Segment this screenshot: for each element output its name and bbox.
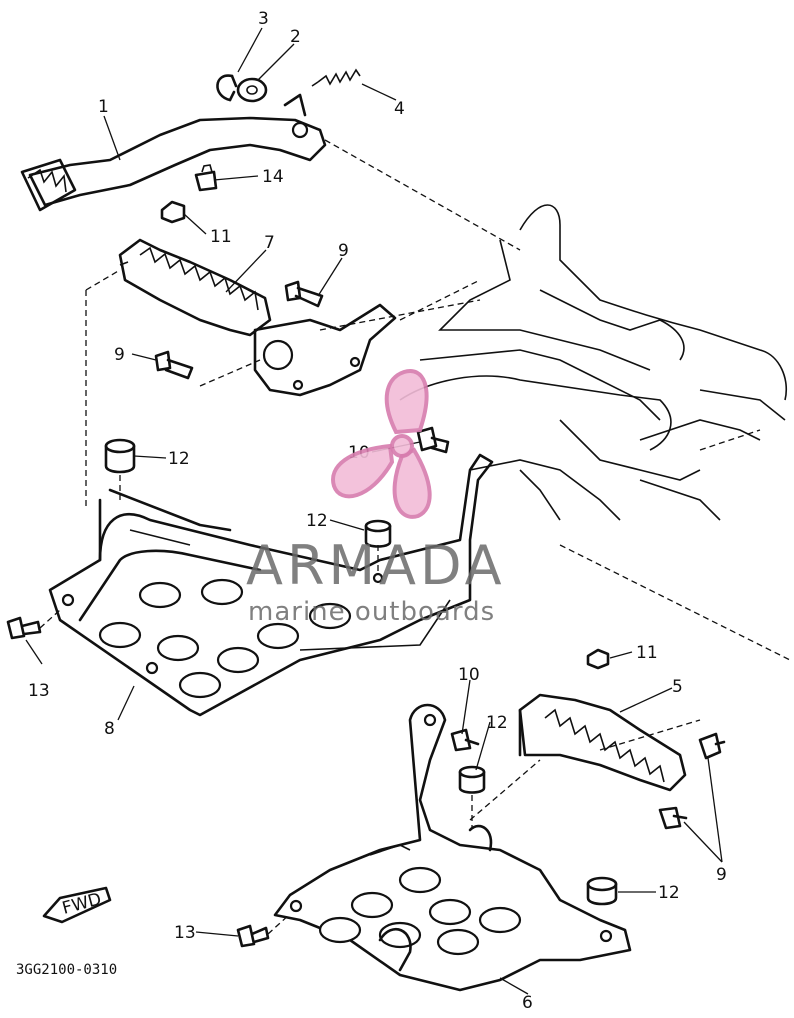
fwd-label: FWD (60, 889, 104, 919)
diagram-code: 3GG2100-0310 (16, 962, 117, 978)
nut-upper (160, 200, 186, 224)
callout-9-upper: 9 (338, 241, 349, 261)
callout-11-upper: 11 (210, 227, 232, 247)
callout-12-upper: 12 (168, 449, 190, 469)
callout-8: 8 (104, 719, 115, 739)
bolt-lower-right-1 (698, 732, 726, 760)
fwd-arrow: FWD (42, 886, 112, 924)
callout-13-upper: 13 (28, 681, 50, 701)
watermark-brand: ARMADA (246, 534, 506, 597)
washer (236, 77, 268, 103)
callout-4: 4 (394, 99, 405, 119)
bolt-left-upper (6, 616, 42, 640)
callout-6: 6 (522, 993, 533, 1013)
bolt-upper-left (154, 350, 194, 380)
brake-pedal (20, 93, 327, 212)
bolt-upper-right (284, 280, 324, 308)
bolt-left-lower (236, 924, 270, 948)
watermark-tagline: marine outboards (248, 597, 495, 627)
callout-11-lower: 11 (636, 643, 658, 663)
pin (194, 164, 218, 192)
callout-9-left: 9 (114, 345, 125, 365)
callout-1: 1 (98, 97, 109, 117)
watermark: ARMADA marine outboards (246, 369, 506, 627)
callout-2: 2 (290, 27, 301, 47)
callout-12-lower-left: 12 (486, 713, 508, 733)
footrest-upper (118, 238, 397, 397)
callout-10-lower: 10 (458, 665, 480, 685)
circlip (216, 74, 238, 102)
return-spring (311, 68, 361, 87)
footrest-lower (518, 693, 687, 792)
frame-outline (399, 204, 787, 521)
guard-plate-upper (48, 453, 494, 717)
propeller-logo-icon (331, 369, 432, 519)
guard-plate-lower (273, 703, 632, 992)
grommet-upper (104, 438, 136, 474)
grommet-lower-right (586, 876, 618, 906)
bolt-lower-middle (450, 728, 480, 752)
callout-9-lower: 9 (716, 865, 727, 885)
callout-12-middle: 12 (306, 511, 328, 531)
bolt-middle (416, 426, 450, 454)
callout-3: 3 (258, 9, 269, 29)
bolt-lower-right-2 (658, 806, 688, 830)
callout-numbers: 3 2 4 1 14 11 7 9 9 10 12 12 13 8 10 12 … (28, 9, 727, 1013)
callout-5: 5 (672, 677, 683, 697)
grommet-lower-left (458, 765, 486, 794)
callout-7: 7 (264, 233, 275, 253)
callout-12-lower-right: 12 (658, 883, 680, 903)
callout-14: 14 (262, 167, 284, 187)
nut-lower (586, 648, 610, 670)
callout-13-lower: 13 (174, 923, 196, 943)
